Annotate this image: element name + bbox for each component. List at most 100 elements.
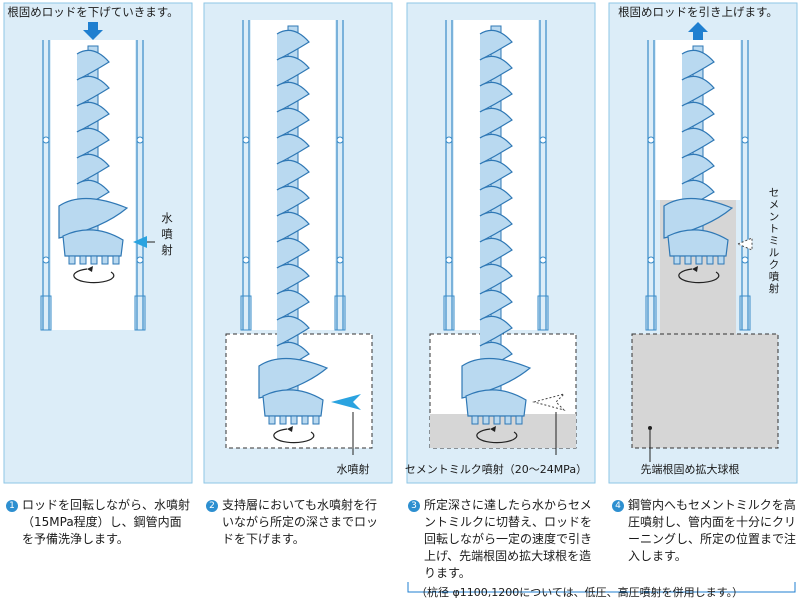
step-number-2: 2 bbox=[206, 500, 218, 512]
side-label-char: 噴 bbox=[161, 227, 173, 241]
caption-text-1: ロッドを回転しながら、水噴射（15MPa程度）し、鋼管内面を予備洗浄します。 bbox=[22, 498, 191, 546]
auger-head-lower bbox=[262, 389, 324, 417]
side-label-char: メ bbox=[769, 199, 780, 211]
water-jet-icon bbox=[331, 394, 361, 410]
auger-flight bbox=[76, 75, 110, 107]
bottom-label: 先端根固め拡大球根 bbox=[641, 462, 740, 476]
auger-flight bbox=[276, 55, 310, 87]
bulb-outline bbox=[631, 333, 779, 449]
auger-tooth bbox=[684, 255, 692, 265]
up-arrow bbox=[688, 22, 708, 40]
auger-flight bbox=[479, 211, 513, 243]
auger-flight bbox=[479, 133, 513, 165]
step-number-4: 4 bbox=[612, 500, 624, 512]
side-label-char: 射 bbox=[769, 282, 780, 295]
auger-flight bbox=[479, 263, 513, 295]
auger-flight bbox=[479, 289, 513, 321]
water-jet-icon bbox=[133, 236, 147, 248]
auger-flight bbox=[276, 81, 310, 113]
auger-tooth bbox=[706, 255, 714, 265]
auger-head-lower bbox=[62, 229, 124, 257]
side-label-char: 射 bbox=[161, 243, 173, 257]
auger-flight bbox=[681, 127, 715, 159]
auger-flight bbox=[276, 29, 310, 61]
side-label-char: ト bbox=[769, 223, 780, 235]
pipe-bolt bbox=[741, 136, 749, 144]
grout-fill-bottom bbox=[430, 414, 576, 448]
pipe-bolt bbox=[136, 256, 144, 264]
auger-head-lower bbox=[465, 389, 527, 417]
auger-tooth bbox=[290, 415, 298, 425]
rotation-arrow-head bbox=[87, 266, 93, 272]
auger-tooth bbox=[301, 415, 309, 425]
caption-step-4: 4 鋼管内へもセメントミルクを高圧噴射し、管内面を十分にクリーニングし、所定の位… bbox=[612, 497, 796, 565]
side-label-char: セ bbox=[769, 187, 780, 199]
pipe-bolt bbox=[539, 136, 547, 144]
pipe-bolt bbox=[242, 256, 250, 264]
auger-flight bbox=[479, 315, 513, 347]
pipe-bolt bbox=[647, 136, 655, 144]
auger-flight bbox=[276, 237, 310, 269]
caption-text-3: 所定深さに達したら水からセメントミルクに切替え、ロッドを回転しながら一定の速度で… bbox=[424, 498, 593, 580]
auger-flight bbox=[681, 75, 715, 107]
auger-flight bbox=[276, 263, 310, 295]
side-label-char: ク bbox=[769, 259, 780, 271]
auger-flight bbox=[479, 81, 513, 113]
auger-flight bbox=[479, 107, 513, 139]
auger-flight bbox=[276, 107, 310, 139]
grout-jet-icon bbox=[532, 393, 566, 411]
panel-1: 根固めロッドを下げていきます。水噴射 bbox=[3, 2, 193, 484]
auger-flight bbox=[276, 289, 310, 321]
pipe-bracket-right bbox=[537, 295, 549, 331]
pipe-bracket-right bbox=[739, 295, 751, 331]
rotation-arrow bbox=[273, 428, 315, 444]
auger-tooth bbox=[268, 415, 276, 425]
auger-tooth bbox=[90, 255, 98, 265]
rotation-arrow-head bbox=[692, 266, 698, 272]
auger-flight bbox=[276, 315, 310, 347]
auger-tooth bbox=[101, 255, 109, 265]
pipe-bolt bbox=[42, 136, 50, 144]
auger-flight bbox=[276, 211, 310, 243]
auger-flight bbox=[76, 127, 110, 159]
down-arrow bbox=[83, 22, 103, 40]
auger-tooth bbox=[312, 415, 320, 425]
panel-2: 水噴射 bbox=[203, 2, 393, 484]
rotation-arrow-head bbox=[287, 426, 293, 432]
top-label: 根固めロッドを引き上げます。 bbox=[618, 5, 778, 19]
top-label: 根固めロッドを下げていきます。 bbox=[7, 5, 178, 19]
auger-tooth bbox=[79, 255, 87, 265]
caption-text-2: 支持層においても水噴射を行いながら所定の深さまでロッドを下げます。 bbox=[222, 498, 379, 546]
pipe-bolt bbox=[336, 256, 344, 264]
pipe-bracket-left bbox=[443, 295, 455, 331]
auger-flight bbox=[76, 49, 110, 81]
auger-flight bbox=[479, 237, 513, 269]
pipe-bracket-left bbox=[645, 295, 657, 331]
pipe-bolt bbox=[539, 256, 547, 264]
footnote-bracket bbox=[407, 582, 796, 593]
auger-tooth bbox=[515, 415, 523, 425]
auger-tooth bbox=[717, 255, 725, 265]
pipe-bolt bbox=[741, 256, 749, 264]
step-number-3: 3 bbox=[408, 500, 420, 512]
auger-tooth bbox=[493, 415, 501, 425]
side-label-char: ル bbox=[769, 247, 780, 259]
pipe-bolt bbox=[647, 256, 655, 264]
auger-flight bbox=[681, 49, 715, 81]
caption-step-2: 2 支持層においても水噴射を行いながら所定の深さまでロッドを下げます。 bbox=[206, 497, 386, 548]
bottom-label: 水噴射 bbox=[337, 462, 370, 476]
pipe-bracket-right bbox=[134, 295, 146, 331]
side-label-char: 水 bbox=[161, 211, 173, 225]
rotation-arrow bbox=[678, 268, 720, 284]
pipe-bracket-left bbox=[40, 295, 52, 331]
auger-flight bbox=[76, 153, 110, 185]
pipe-bolt bbox=[42, 256, 50, 264]
pipe-bracket-left bbox=[240, 295, 252, 331]
pipe-bolt bbox=[242, 136, 250, 144]
pipe-bracket-right bbox=[334, 295, 346, 331]
side-label-char: 噴 bbox=[769, 271, 780, 283]
rotation-arrow-head bbox=[490, 426, 496, 432]
